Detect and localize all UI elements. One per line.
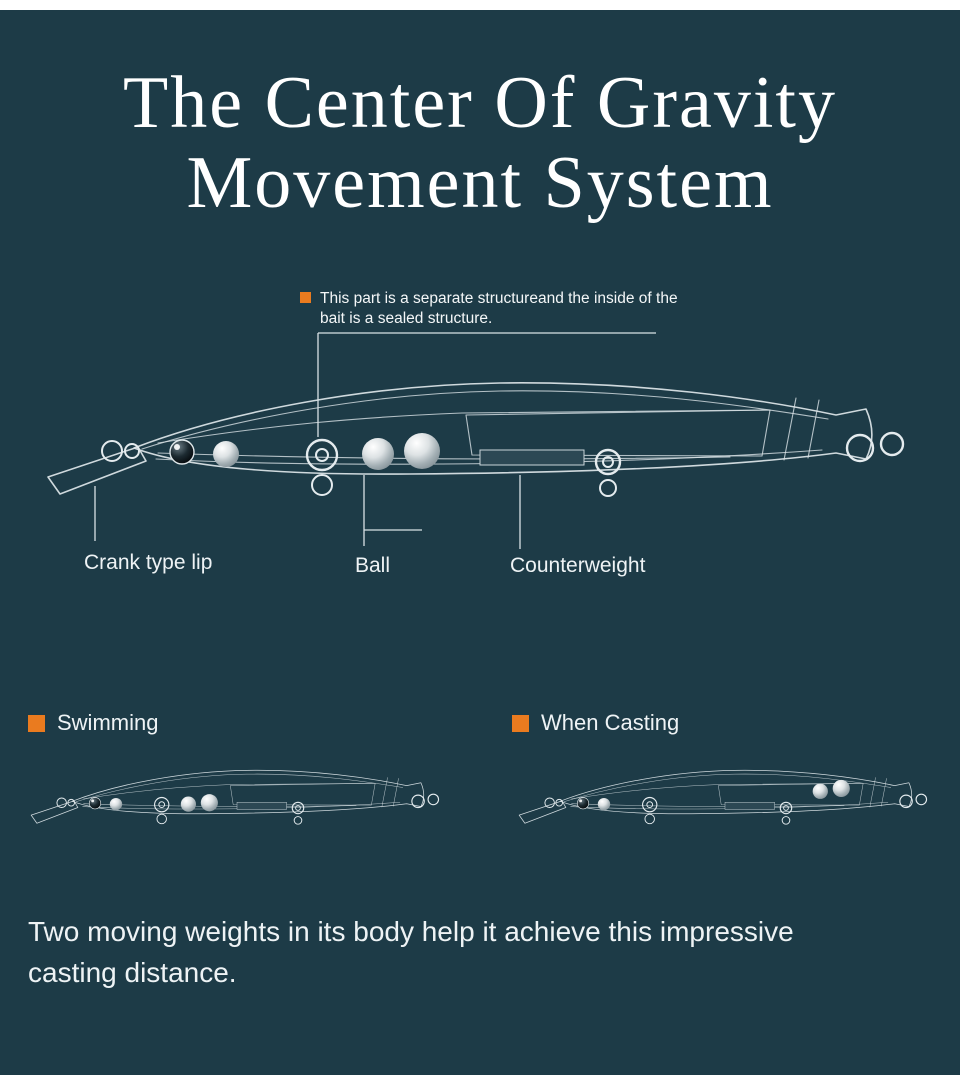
movable-weight-ball — [200, 794, 218, 812]
label-counterweight: Counterweight — [510, 554, 646, 577]
swimming-bullet-square — [28, 714, 45, 732]
movable-weight-ball — [180, 796, 197, 812]
title-line-2: Movement System — [186, 141, 774, 224]
lure-body — [30, 769, 440, 825]
casting-label: When Casting — [541, 710, 680, 735]
footer-text: Two moving weights in its body help it a… — [28, 912, 794, 993]
lure-body — [518, 769, 928, 825]
swimming-label: Swimming — [57, 710, 159, 735]
movable-weight-ball — [832, 779, 850, 798]
swimming-lure-diagram — [30, 769, 440, 825]
footer-line-2: casting distance. — [28, 956, 237, 988]
section-header-swimming: Swimming — [28, 710, 158, 736]
section-header-casting: When Casting — [512, 710, 679, 736]
title-line-1: The Center Of Gravity — [123, 62, 837, 144]
casting-lure-diagram — [518, 769, 928, 825]
page-title: The Center Of Gravity Movement System — [0, 62, 960, 224]
movable-weight-ball — [362, 438, 394, 470]
annotation: This part is a separate structureand the… — [300, 289, 678, 329]
movable-weight-ball — [404, 433, 440, 469]
movable-weight-ball — [812, 783, 828, 799]
label-crank-lip: Crank type lip — [84, 551, 213, 574]
lure-body — [46, 381, 905, 498]
casting-bullet-square — [512, 714, 529, 732]
label-ball: Ball — [355, 554, 391, 577]
annotation-text: This part is a separate structureand the… — [320, 289, 678, 329]
annotation-bullet-square — [300, 292, 311, 303]
top-white-strip — [0, 0, 960, 10]
annotation-line-2: bait is a sealed structure. — [320, 310, 493, 328]
main-lure-diagram — [46, 381, 905, 498]
annotation-line-1: This part is a separate structureand the… — [320, 290, 678, 307]
footer-line-1: Two moving weights in its body help it a… — [28, 916, 794, 947]
